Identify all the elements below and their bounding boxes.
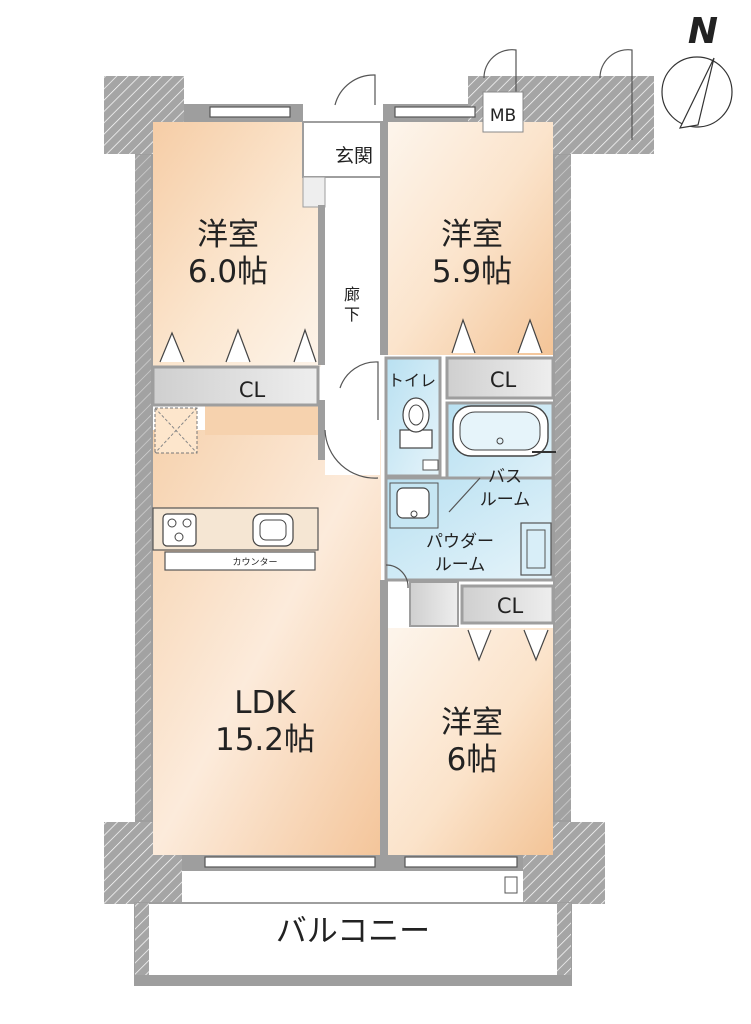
- western-1-size: 6.0帖: [188, 254, 268, 290]
- compass-needle: [678, 57, 715, 129]
- window-ldk: [204, 856, 376, 868]
- toilet-bowl: [402, 397, 430, 433]
- toilet-tank: [399, 429, 433, 449]
- wall-hatch-right: [555, 155, 571, 820]
- room-western-1: [153, 122, 321, 367]
- counter-bar: [164, 551, 316, 571]
- door-swings: [324, 49, 633, 589]
- closet-1-door-1: [159, 331, 185, 363]
- closet-2-door-1: [451, 318, 476, 354]
- closet-2-label: CL: [490, 368, 517, 392]
- balcony-label: バルコニー: [276, 914, 430, 950]
- room-western-2: [388, 122, 553, 355]
- closet-1: [151, 365, 320, 407]
- window-western-2: [394, 106, 476, 118]
- sink-basin: [259, 519, 287, 541]
- stove-burner-3: [174, 532, 184, 542]
- closet-1-door-2: [225, 328, 251, 363]
- bathtub-inner: [459, 411, 541, 451]
- interior-wall-hall-left: [318, 205, 325, 365]
- ldk-upper-extension: [205, 405, 320, 435]
- ldk-name: LDK: [234, 685, 296, 721]
- western-2-size: 5.9帖: [432, 254, 512, 290]
- closet-3: [460, 584, 555, 625]
- hallway-label-top: 廊: [344, 285, 360, 304]
- closet-3-door-1: [467, 629, 492, 662]
- closet-2: [445, 356, 555, 400]
- closet-door-marks: [159, 318, 549, 662]
- washbasin-bowl: [396, 487, 430, 519]
- mb-door-swing-2: [599, 49, 633, 140]
- hall-door-swing: [339, 361, 379, 420]
- powder-label-line1: パウダー: [426, 532, 494, 552]
- window-western-3: [404, 856, 518, 868]
- western-3-size: 6帖: [447, 742, 498, 778]
- mb-label: MB: [490, 106, 516, 126]
- toilet-seat-inner: [408, 404, 424, 426]
- room-ldk: [153, 430, 381, 855]
- hallway: [325, 175, 380, 475]
- powder-label-line2: ルーム: [435, 555, 486, 575]
- balcony-outlet: [504, 876, 518, 894]
- toilet-label: トイレ: [388, 371, 436, 390]
- western-3-name: 洋室: [441, 705, 503, 741]
- window-western-1: [209, 106, 291, 118]
- toilet-shelf: [422, 459, 439, 471]
- bath-label-line1: バス: [488, 467, 522, 487]
- room-western-3: [388, 628, 553, 855]
- washing-machine-inner: [526, 529, 546, 569]
- stove-top: [162, 513, 197, 547]
- washbasin-drain: [410, 510, 418, 518]
- stove-burner-2: [182, 518, 192, 528]
- entrance-label: 玄関: [335, 145, 373, 167]
- closet-1-label: CL: [239, 378, 266, 402]
- stove-burner-1: [167, 518, 177, 528]
- closet-3-door-2: [523, 629, 549, 662]
- front-door-swing: [334, 74, 376, 106]
- ldk-size: 15.2帖: [215, 722, 315, 758]
- interior-wall-hall-right: [380, 122, 388, 355]
- entrance-area: [302, 121, 384, 178]
- refrigerator-cross-2: [154, 407, 198, 454]
- bath-label-line2: ルーム: [480, 490, 531, 510]
- ldk-door-swing: [324, 429, 379, 479]
- windows: [204, 106, 518, 868]
- shoe-cabinet: [302, 176, 326, 208]
- closet-2-door-2: [517, 318, 543, 354]
- interior-wall-kitchen-top: [318, 400, 325, 460]
- powder-door-swing: [385, 564, 409, 589]
- counter-label: カウンター: [232, 557, 277, 568]
- balcony-rail-right: [557, 903, 571, 985]
- mb-door-swing-1: [483, 49, 517, 105]
- sink: [252, 513, 294, 547]
- washing-machine-pan: [520, 522, 552, 576]
- western-2-name: 洋室: [441, 217, 503, 253]
- bath-door-diagonal: [448, 477, 481, 513]
- balcony-rail-left: [135, 903, 149, 985]
- bathtub-drain: [496, 437, 504, 445]
- western-1-name: 洋室: [197, 217, 259, 253]
- mb-box: [482, 91, 524, 133]
- compass-letter: N: [688, 11, 718, 52]
- toilet-room: [384, 356, 442, 478]
- balcony-bottom-rail: [135, 975, 571, 985]
- wall-hatch-left: [135, 155, 151, 820]
- hallway-label-bottom: 下: [344, 305, 360, 324]
- closet-3-label: CL: [497, 594, 524, 618]
- storage-small: [409, 581, 459, 627]
- closet-1-door-3: [293, 328, 317, 363]
- interior-wall-ldk-right: [380, 580, 388, 860]
